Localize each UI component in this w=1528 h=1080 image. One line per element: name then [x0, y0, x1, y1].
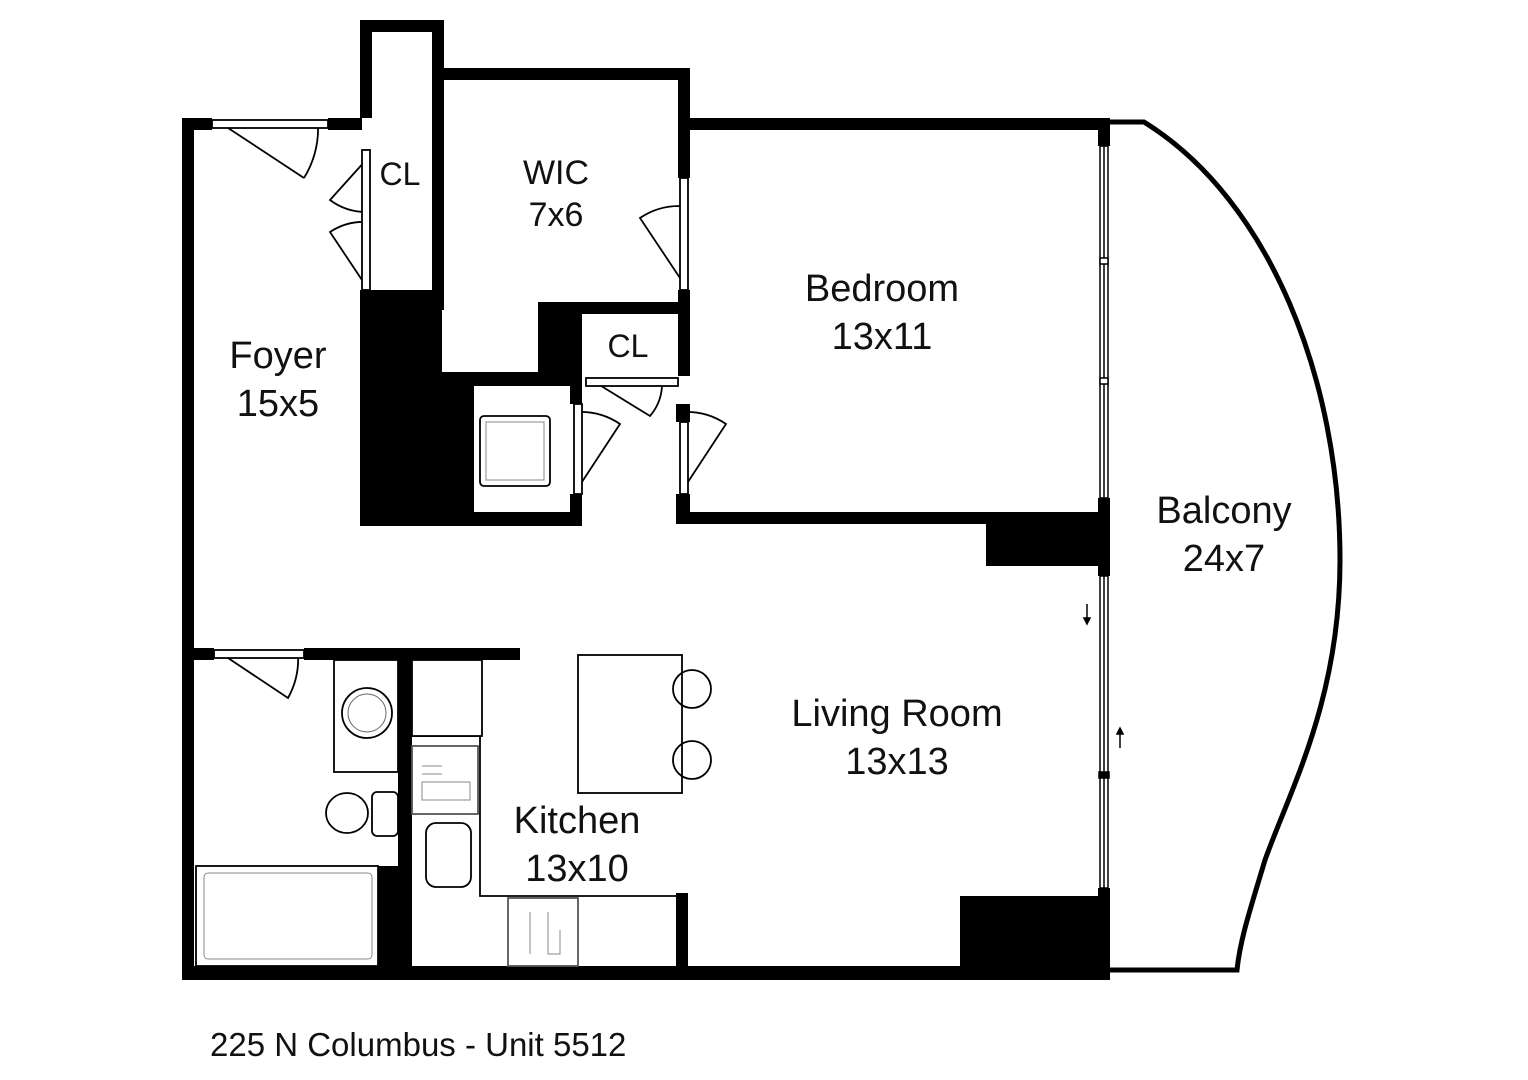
- room-label-living-room: Living Room 13x13: [791, 690, 1002, 786]
- wall-north-foyer: [182, 118, 212, 130]
- room-label-closet-2: CL: [608, 322, 649, 370]
- room-label-wic: WIC 7x6: [523, 152, 589, 236]
- room-label-closet-1: CL: [380, 150, 421, 198]
- room-label-foyer: Foyer 15x5: [229, 332, 326, 428]
- stool-icon: [672, 740, 712, 780]
- room-size: 24x7: [1182, 538, 1266, 580]
- room-name: Bedroom: [804, 268, 960, 310]
- door-bedroom[interactable]: [683, 411, 728, 489]
- door-closet-1a[interactable]: [328, 159, 367, 213]
- kitchen-island: [577, 654, 683, 794]
- room-size: 15x5: [236, 383, 320, 425]
- room-name: Balcony: [1156, 490, 1292, 532]
- door-wic[interactable]: [638, 205, 681, 279]
- room-name: Foyer: [229, 335, 327, 377]
- room-name: CL: [379, 156, 421, 192]
- wall-wic: [442, 68, 690, 80]
- stool-icon: [672, 669, 712, 709]
- room-name: Living Room: [791, 693, 1003, 735]
- door-laundry[interactable]: [577, 411, 622, 489]
- room-label-balcony: Balcony 24x7: [1156, 487, 1291, 583]
- dishwasher-icon: [411, 745, 479, 815]
- room-size: 7x6: [528, 196, 584, 234]
- door-bath[interactable]: [221, 653, 300, 700]
- wall-closet: [360, 20, 444, 32]
- wall-west: [182, 118, 194, 980]
- room-size: 13x13: [845, 741, 949, 783]
- room-label-bedroom: Bedroom 13x11: [805, 265, 959, 361]
- plan-caption: 225 N Columbus - Unit 5512: [210, 1026, 627, 1063]
- wall-south: [182, 966, 1110, 980]
- balcony-outline: [1110, 119, 1343, 973]
- room-name: WIC: [522, 154, 590, 192]
- room-size: 13x10: [525, 848, 629, 890]
- kitchen-sink-icon: [425, 822, 472, 888]
- door-closet-1b[interactable]: [328, 221, 367, 287]
- toilet-icon: [325, 792, 369, 834]
- room-label-kitchen: Kitchen 13x10: [514, 797, 641, 893]
- wall-bedroom: [678, 118, 1108, 130]
- room-size: 13x11: [831, 316, 933, 358]
- wall-bath: [182, 648, 214, 660]
- refrigerator: [411, 659, 483, 737]
- door-closet-2[interactable]: [597, 383, 663, 418]
- door-entry[interactable]: [221, 123, 319, 179]
- room-name: Kitchen: [513, 800, 641, 842]
- range-icon: [507, 897, 579, 967]
- room-name: CL: [607, 328, 649, 364]
